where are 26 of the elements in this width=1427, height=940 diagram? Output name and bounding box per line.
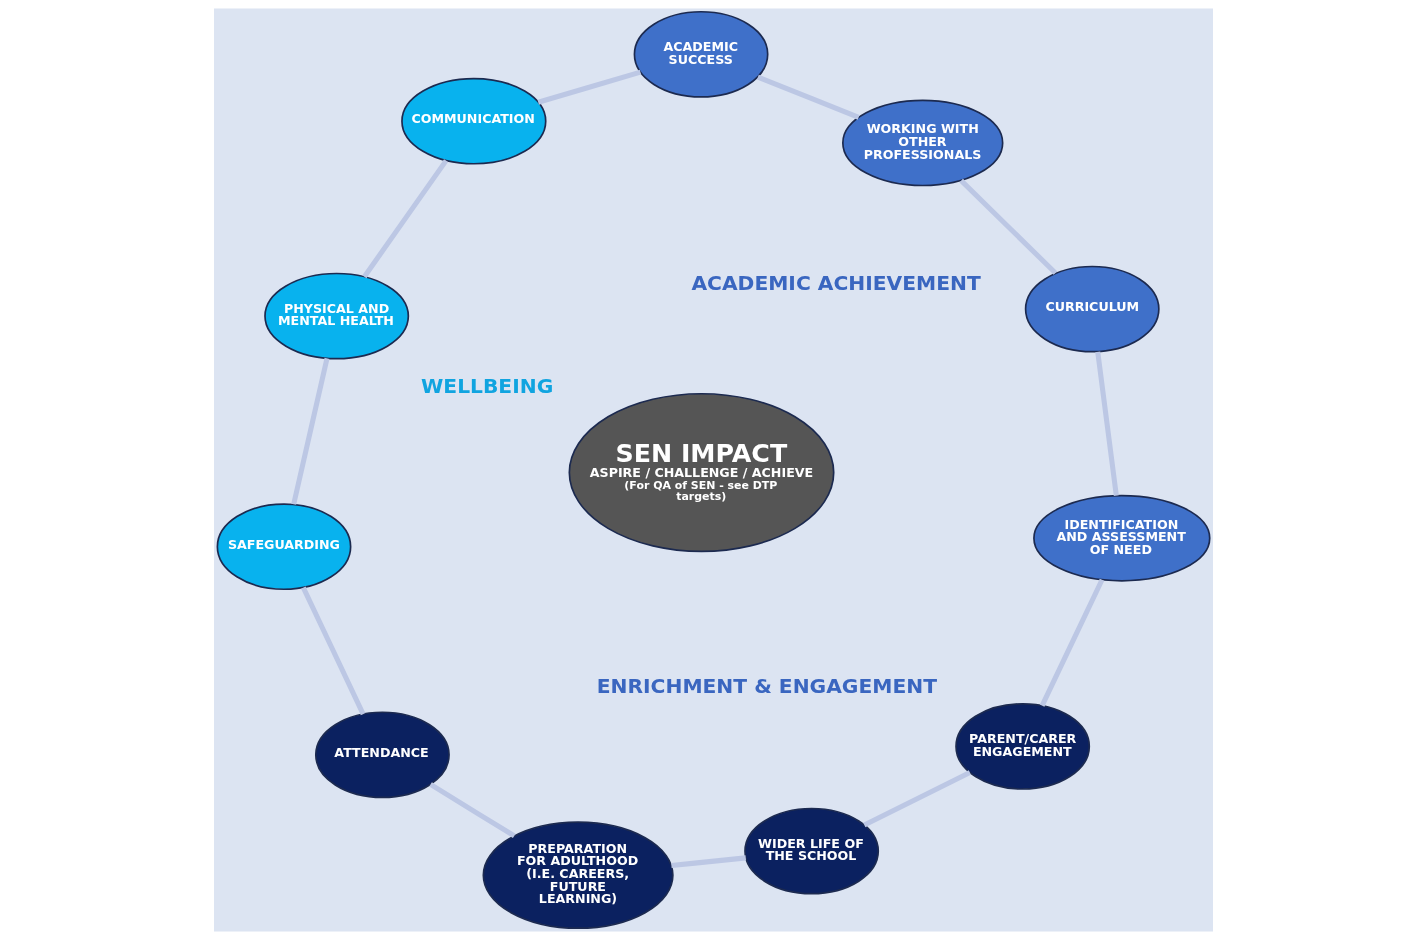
node-ellipse: ACADEMIC SUCCESS <box>633 10 769 98</box>
node-ellipse: ATTENDANCE <box>314 711 450 799</box>
node-ellipse: SAFEGUARDING <box>216 503 352 591</box>
connector <box>671 855 747 869</box>
label: WELLBEING <box>421 373 554 398</box>
connector <box>291 357 330 505</box>
connector <box>1039 578 1105 707</box>
connector <box>301 586 366 716</box>
node-ellipse: WIDER LIFE OF THE SCHOOL <box>744 807 880 895</box>
label: ENRICHMENT & ENGAGEMENT <box>596 674 937 699</box>
node-ellipse: IDENTIFICATION AND ASSESSMENT OF NEED <box>1033 494 1211 582</box>
connector <box>362 159 449 279</box>
node-ellipse: WORKING WITH OTHER PROFESSIONALS <box>842 99 1004 187</box>
connector <box>863 770 971 828</box>
connector <box>959 178 1058 275</box>
node-ellipse: CURRICULUM <box>1024 265 1160 353</box>
node-ellipse: COMMUNICATION <box>401 77 547 165</box>
node-ellipse: PHYSICAL AND MENTAL HEALTH <box>264 272 410 360</box>
node-ellipse: PARENT/CARER ENGAGEMENT <box>955 703 1091 790</box>
connector <box>1095 351 1119 496</box>
connector <box>537 69 642 105</box>
node-ellipse: PREPARATION FOR ADULTHOOD (I.E. CAREERS, FUTURE LEARNING) <box>482 821 674 930</box>
connector <box>429 782 516 839</box>
connector <box>756 74 860 120</box>
label: ACADEMIC ACHIEVEMENT <box>691 271 981 296</box>
node-ellipse: SEN IMPACT ASPIRE / CHALLENGE / ACHIEVE (For QA of SEN - see DTP targets) <box>568 392 835 553</box>
